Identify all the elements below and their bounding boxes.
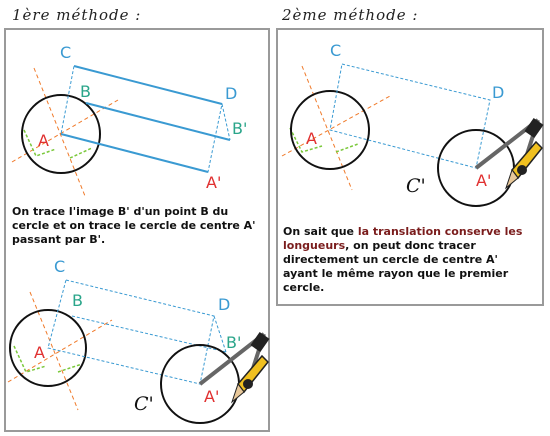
label-a2: A' [476,171,491,190]
dashed-line-b2 [213,315,227,353]
circle-c [21,94,101,174]
label-circle-c-prime: C' [406,175,426,197]
method2-panel [276,28,544,306]
label-c: C [54,257,65,276]
label-a: A [38,131,49,150]
compass-icon [198,332,270,404]
angle-mark [289,127,359,153]
axis-line-2 [7,319,113,383]
method2-caption-end: , on peut donc tracer directement un cer… [283,239,509,294]
translation-parallelogram [329,63,491,169]
axis-line-1 [33,67,86,197]
dashed-line-b2 [221,103,231,141]
label-d: D [225,84,237,103]
circle-c [290,90,370,170]
label-a: A [34,343,45,362]
label-a2: A' [206,173,221,192]
angle-mark [13,345,83,373]
vector-bb2 [85,102,231,141]
circle-c [9,309,87,387]
label-d: D [492,83,504,102]
compass-icon [474,118,544,190]
label-c: C [330,41,341,60]
axis-line-1 [301,65,353,191]
label-b: B [72,291,83,310]
label-b2: B' [226,333,241,352]
method2-title: 2ème méthode : [282,6,419,24]
method2-caption: On sait que la translation conserve les … [283,225,533,295]
vector-cd [73,65,223,105]
label-a2: A' [204,387,219,406]
label-c: C [60,43,71,62]
label-a: A [306,129,317,148]
label-b2: B' [232,119,247,138]
label-b: B [80,82,91,101]
method2-caption-highlight: la translation conserve les longueurs [283,225,523,252]
method2-caption-start: On sait que [283,225,358,238]
label-d: D [218,295,230,314]
method1-title: 1ère méthode : [12,6,142,24]
label-circle-c-prime: C' [134,393,154,415]
method1-caption: On trace l'image B' d'un point B du cerc… [12,205,256,246]
vector-aa2 [60,133,209,173]
angle-mark [23,129,93,159]
axis-line-2 [281,95,391,157]
